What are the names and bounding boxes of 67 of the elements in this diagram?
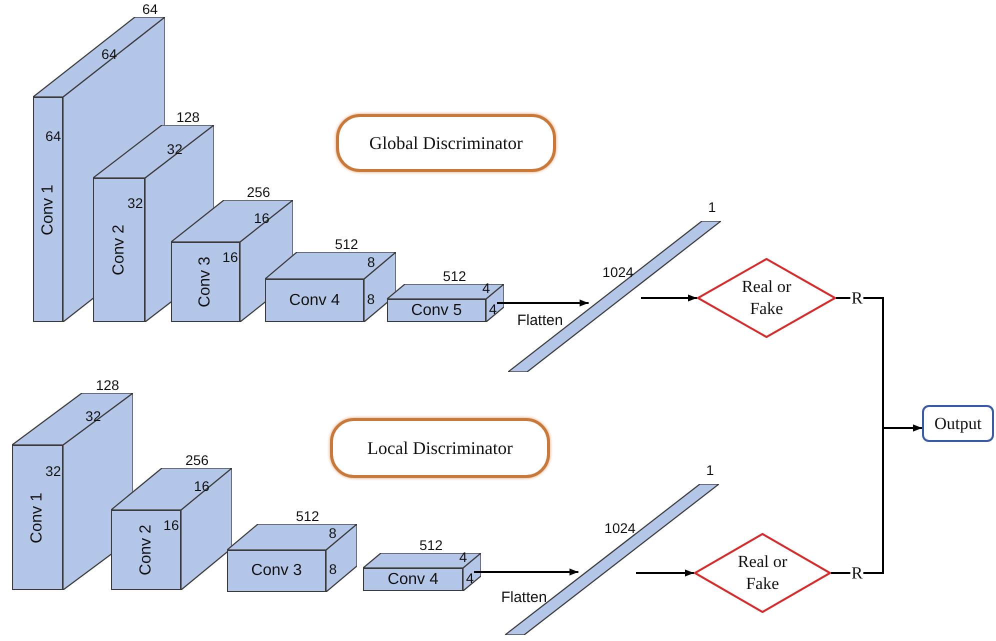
discriminator-title: Local Discriminator <box>367 436 513 460</box>
dimension-label: 128 <box>96 378 120 392</box>
dimension-label: 8 <box>328 526 336 540</box>
decision-diamond <box>694 533 831 613</box>
dimension-label: 8 <box>367 292 375 306</box>
layer-label: Conv 2 <box>138 524 154 576</box>
conv-layer-block <box>93 178 145 322</box>
dimension-label: 1 <box>708 200 716 214</box>
arrow <box>474 568 578 576</box>
dimension-label: 32 <box>85 409 101 423</box>
discriminator-title: Global Discriminator <box>369 132 523 154</box>
title-box <box>336 114 556 172</box>
dimension-label: 16 <box>163 518 179 532</box>
dimension-label: 256 <box>246 185 270 199</box>
dimension-label: 64 <box>45 129 61 144</box>
decision-diamond <box>697 258 836 338</box>
conv-layer-block <box>12 445 63 590</box>
layer-label: Conv 2 <box>111 224 127 276</box>
dimension-label: 32 <box>166 142 182 156</box>
layer-label: Conv 5 <box>411 302 462 318</box>
output-label: Output <box>934 412 982 435</box>
layer-label: Conv 3 <box>251 563 302 579</box>
dimension-label: 512 <box>296 509 320 523</box>
dimension-label: 512 <box>419 538 443 552</box>
conv-layer-block <box>171 242 240 322</box>
dimension-label: 64 <box>142 2 158 16</box>
edge-label: Flatten <box>517 313 563 328</box>
conv-layer-block <box>227 550 326 592</box>
layer-label: Conv 1 <box>40 184 56 235</box>
dimension-label: 1 <box>706 463 714 477</box>
dimension-label: 1024 <box>602 265 634 279</box>
arrow <box>636 570 694 576</box>
dimension-label: 128 <box>176 110 200 124</box>
conv-layer-block <box>111 510 181 590</box>
dimension-label: 4 <box>466 570 474 584</box>
decision-label: Real or Fake <box>736 551 788 595</box>
dimension-label: 512 <box>442 269 466 283</box>
layer-label: Conv 4 <box>289 292 340 308</box>
output-box <box>922 405 994 442</box>
dimension-label: 256 <box>185 453 209 467</box>
dimension-label: 512 <box>334 237 358 251</box>
layer-label: Conv 1 <box>30 492 46 543</box>
dimension-label: 4 <box>489 302 497 316</box>
dimension-label: 16 <box>222 250 238 264</box>
arrow <box>497 300 589 306</box>
dimension-label: 8 <box>367 254 375 268</box>
flatten-bar <box>508 221 721 372</box>
edge-label: Flatten <box>501 590 547 605</box>
arrow <box>641 294 697 302</box>
dimension-label: 4 <box>459 550 467 564</box>
dimension-label: 32 <box>127 196 143 210</box>
dimension-label: 16 <box>194 479 210 493</box>
layer-label: Conv 4 <box>388 572 438 588</box>
dimension-label: 4 <box>482 280 490 294</box>
layer-label: Conv 3 <box>198 256 214 308</box>
edge-label: R <box>850 290 864 306</box>
dimension-label: 8 <box>329 562 337 576</box>
dimension-label: 64 <box>101 47 117 61</box>
decision-label: Real or Fake <box>740 276 792 320</box>
conv-layer-block <box>33 97 63 322</box>
dimension-label: 16 <box>254 211 270 225</box>
arrow <box>831 424 922 574</box>
title-box <box>330 418 550 478</box>
edge-label: R <box>850 564 864 582</box>
conv-layer-block <box>265 279 364 322</box>
dimension-label: 32 <box>45 464 61 478</box>
dimension-label: 1024 <box>604 521 636 535</box>
